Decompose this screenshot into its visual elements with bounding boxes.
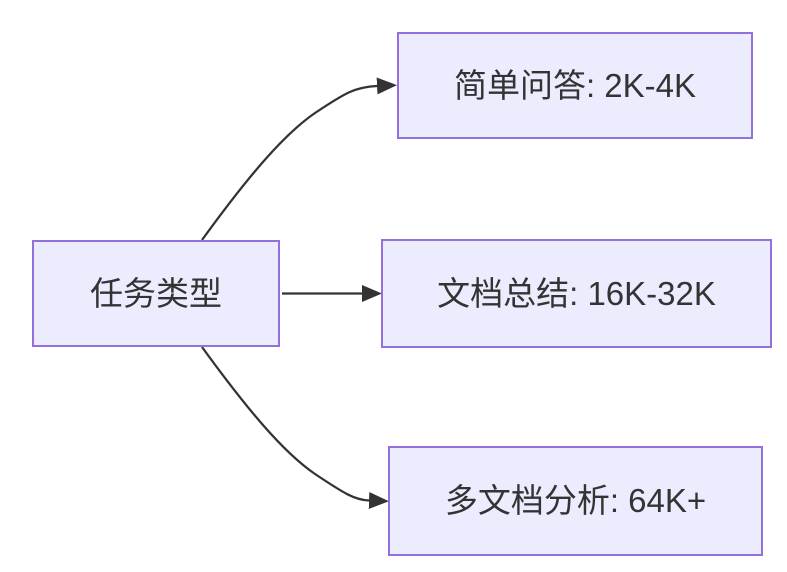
- node-task-type: 任务类型: [32, 240, 280, 347]
- node-multi-doc-analysis: 多文档分析: 64K+: [388, 446, 763, 556]
- node-simple-qa: 简单问答: 2K-4K: [397, 32, 753, 139]
- node-multi-doc-analysis-label: 多文档分析: 64K+: [444, 482, 707, 520]
- node-task-type-label: 任务类型: [90, 274, 222, 312]
- node-doc-summary: 文档总结: 16K-32K: [381, 239, 772, 348]
- edge-to-simple-qa: [201, 77, 397, 241]
- edge-to-multi-doc-analysis: [201, 346, 389, 509]
- node-simple-qa-label: 简单问答: 2K-4K: [453, 66, 697, 104]
- node-doc-summary-label: 文档总结: 16K-32K: [437, 274, 716, 312]
